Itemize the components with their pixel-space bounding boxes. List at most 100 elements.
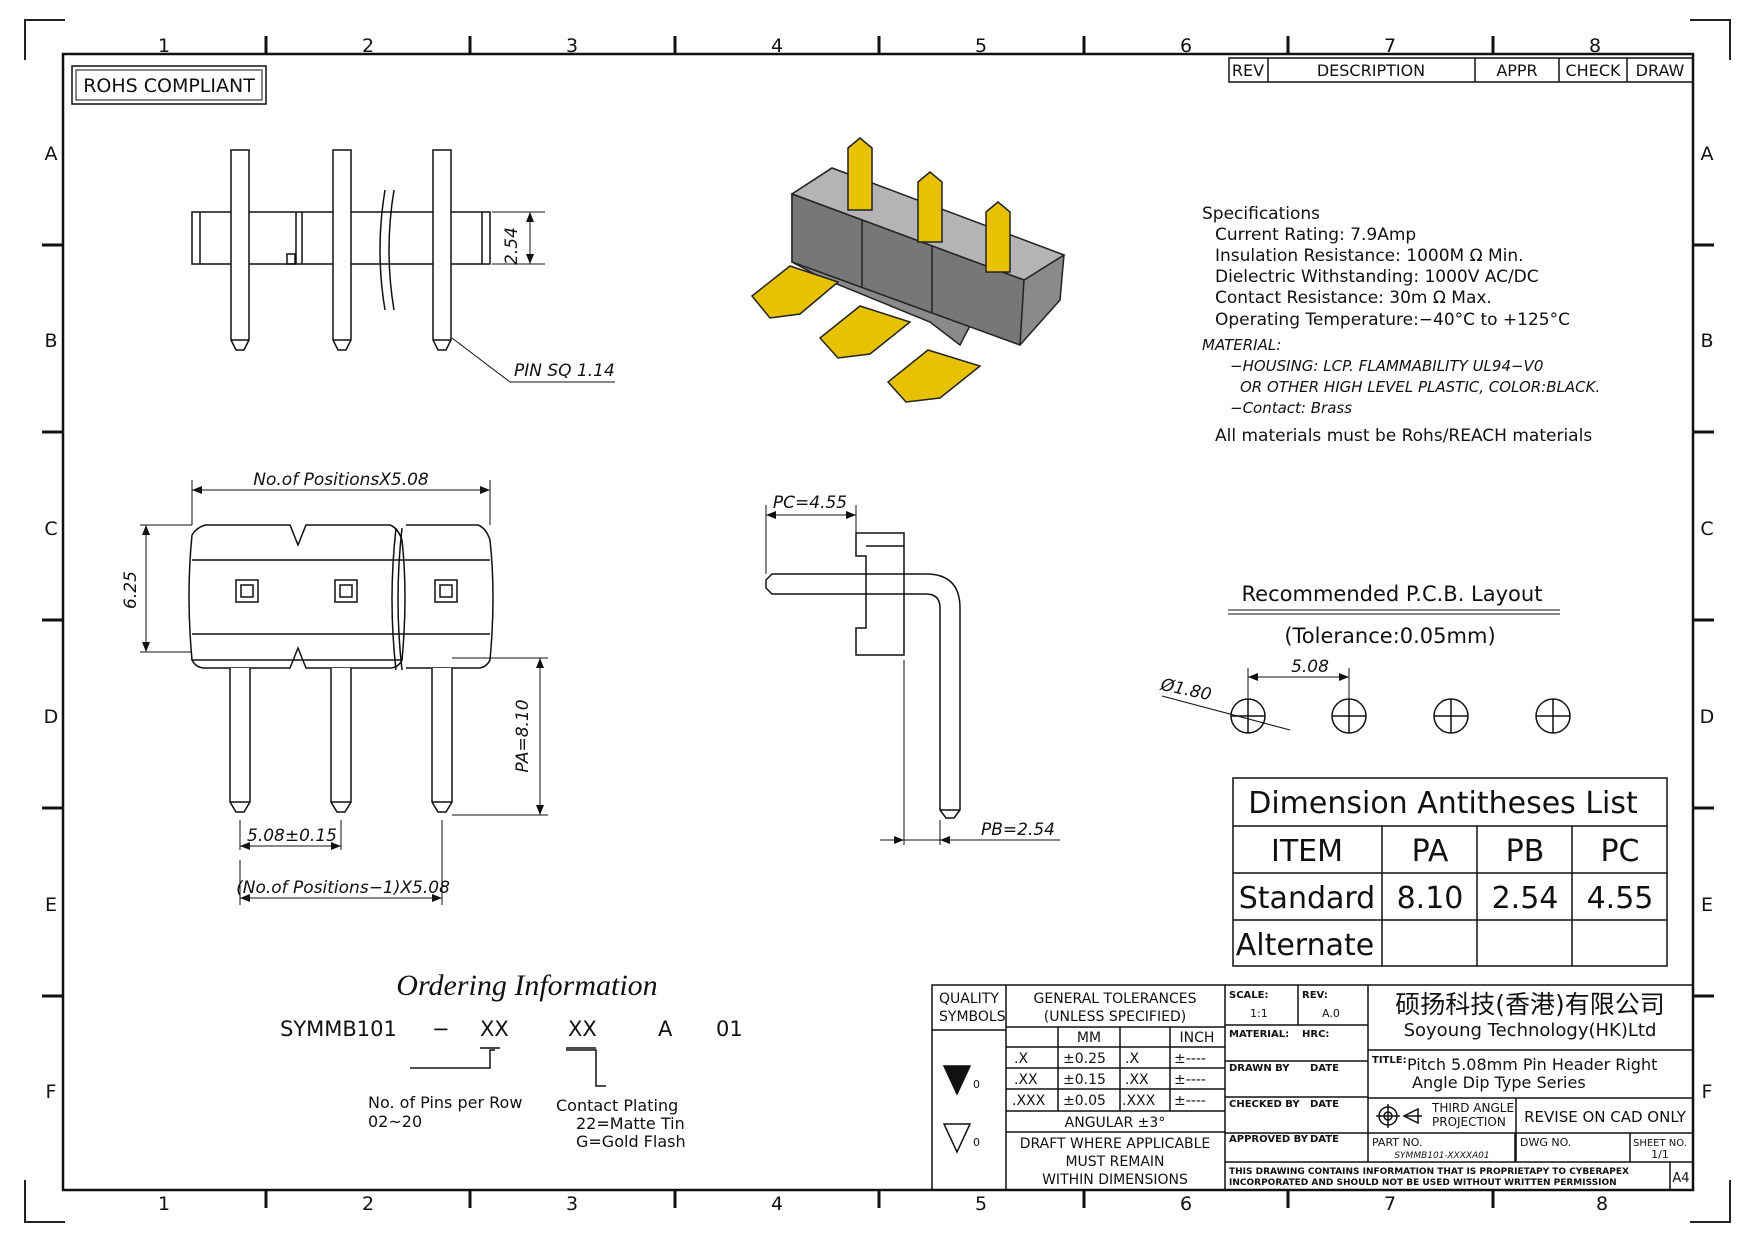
row-label-a: A: [45, 143, 58, 165]
notice-line-1: THIS DRAWING CONTAINS INFORMATION THAT I…: [1229, 1167, 1629, 1177]
spec-line-5: Operating Temperature:−40°C to +125°C: [1215, 310, 1570, 330]
scale-value: 1:1: [1250, 1007, 1268, 1020]
tol-row-1-c: .X: [1125, 1051, 1139, 1067]
ordering-title: Ordering Information: [396, 969, 657, 1002]
col-label-2-bottom: 2: [362, 1193, 374, 1215]
grid-labels: 1 2 3 4 5 6 7 8 1 2 3 4 5 6 7 8 A B C D …: [44, 35, 1715, 1215]
connector-3d-render: [750, 137, 1066, 403]
draft-line-3: WITHIN DIMENSIONS: [1042, 1172, 1188, 1188]
check-header: CHECK: [1566, 61, 1621, 80]
pcb-layout: [1161, 668, 1571, 734]
dimension-table: [1232, 777, 1668, 967]
order-note-pins-range: 02~20: [368, 1112, 422, 1131]
tol-row-3-b: ±0.05: [1063, 1093, 1106, 1109]
col-label-6-bottom: 6: [1180, 1193, 1192, 1215]
drawn-by-label: DRAWN BY: [1229, 1063, 1290, 1074]
material-label: MATERIAL:: [1229, 1029, 1289, 1040]
draft-line-1: DRAFT WHERE APPLICABLE: [1020, 1136, 1211, 1152]
row-label-d: D: [44, 706, 59, 728]
rohs-label: ROHS COMPLIANT: [83, 75, 255, 97]
side-view: [765, 505, 1060, 845]
title-line-2: Angle Dip Type Series: [1412, 1073, 1586, 1092]
row-label-d-right: D: [1700, 706, 1715, 728]
order-code-pins: XX: [480, 1017, 509, 1041]
sheet-no-label: SHEET NO.: [1633, 1138, 1687, 1149]
top-view: [191, 149, 615, 383]
tol-row-1-b: ±0.25: [1063, 1051, 1106, 1067]
notice-line-2: INCORPORATED AND SHOULD NOT BE USED WITH…: [1229, 1178, 1617, 1188]
spec-footer: All materials must be Rohs/REACH materia…: [1215, 426, 1592, 446]
order-code-dash: −: [432, 1017, 450, 1041]
drawn-date-label: DATE: [1310, 1063, 1339, 1074]
tol-row-2-d: ±----: [1174, 1072, 1206, 1088]
approved-date-label: DATE: [1310, 1134, 1339, 1145]
table-row-alternate-label: Alternate: [1236, 928, 1375, 963]
row-label-f: F: [46, 1081, 57, 1103]
material-line-1: −HOUSING: LCP. FLAMMABILITY UL94−V0: [1230, 357, 1543, 375]
row-label-c: C: [44, 518, 57, 540]
top-height-dim: 2.54: [502, 227, 522, 265]
pc-dim: PC=4.55: [773, 493, 847, 513]
row-label-b: B: [44, 330, 57, 352]
pcb-pitch-dim: 5.08: [1291, 657, 1329, 677]
pin-size-note: PIN SQ 1.14: [514, 361, 615, 381]
table-header-item: ITEM: [1271, 834, 1343, 869]
pb-dim: PB=2.54: [981, 820, 1055, 840]
table-row-standard-pa: 8.10: [1397, 881, 1464, 916]
spec-title: Specifications: [1202, 204, 1320, 224]
part-no-label: PART NO.: [1372, 1136, 1422, 1149]
row-label-b-right: B: [1700, 330, 1713, 352]
projection-line-2: PROJECTION: [1432, 1115, 1506, 1129]
hrc-label: HRC:: [1302, 1029, 1329, 1040]
tol-row-3-d: ±----: [1174, 1093, 1206, 1109]
sheet-no-value: 1/1: [1651, 1148, 1669, 1161]
order-note-pins: No. of Pins per Row: [368, 1093, 522, 1112]
span-dim: (No.of Positions−1)X5.08: [236, 878, 450, 898]
front-width-dim: No.of PositionsX5.08: [253, 470, 429, 490]
quality-label: QUALITY: [939, 991, 999, 1007]
tol-row-2-a: .XX: [1014, 1072, 1038, 1088]
table-row-standard-pc: 4.55: [1587, 881, 1654, 916]
pcb-title: Recommended P.C.B. Layout: [1242, 582, 1543, 606]
appr-header: APPR: [1496, 61, 1537, 80]
front-height-dim: 6.25: [121, 571, 141, 609]
order-note-matte: 22=Matte Tin: [576, 1114, 685, 1133]
pa-dim: PA=8.10: [513, 699, 533, 772]
revision-block: [1228, 57, 1694, 83]
tol-row-3-a: .XXX: [1012, 1093, 1046, 1109]
front-view: [140, 480, 548, 905]
spec-line-3: Dielectric Withstanding: 1000V AC/DC: [1215, 267, 1539, 287]
rev-label: REV:: [1302, 990, 1328, 1001]
symbols-label: SYMBOLS: [939, 1009, 1006, 1025]
spec-line-4: Contact Resistance: 30m Ω Max.: [1215, 288, 1492, 308]
row-label-e: E: [45, 894, 57, 916]
tol-row-1-a: .X: [1014, 1051, 1028, 1067]
col-label-6: 6: [1180, 35, 1192, 57]
order-note-gold: G=Gold Flash: [576, 1132, 686, 1151]
checked-date-label: DATE: [1310, 1099, 1339, 1110]
revise-note: REVISE ON CAD ONLY: [1524, 1108, 1687, 1126]
symbol-value-b: 0: [973, 1136, 980, 1149]
draft-line-2: MUST REMAIN: [1065, 1154, 1164, 1170]
order-code-01: 01: [716, 1017, 743, 1041]
spec-line-1: Current Rating: 7.9Amp: [1215, 225, 1416, 245]
projection-line-1: THIRD ANGLE: [1431, 1101, 1514, 1115]
order-code-plating: XX: [568, 1017, 597, 1041]
angular-tolerance: ANGULAR ±3°: [1065, 1115, 1166, 1131]
sheet-size: A4: [1672, 1171, 1689, 1186]
row-label-e-right: E: [1701, 894, 1713, 916]
col-label-8: 8: [1589, 35, 1601, 57]
order-note-plating: Contact Plating: [556, 1096, 678, 1115]
col-label-1-bottom: 1: [158, 1193, 170, 1215]
draw-header: DRAW: [1636, 61, 1685, 80]
unless-specified: (UNLESS SPECIFIED): [1044, 1009, 1186, 1025]
row-label-f-right: F: [1702, 1081, 1713, 1103]
tol-row-3-c: .XXX: [1122, 1093, 1156, 1109]
col-label-1: 1: [158, 35, 170, 57]
material-title: MATERIAL:: [1202, 336, 1281, 354]
table-header-pb: PB: [1506, 834, 1545, 869]
col-label-8-bottom: 8: [1596, 1193, 1608, 1215]
col-label-4: 4: [771, 35, 783, 57]
table-row-standard-pb: 2.54: [1492, 881, 1559, 916]
